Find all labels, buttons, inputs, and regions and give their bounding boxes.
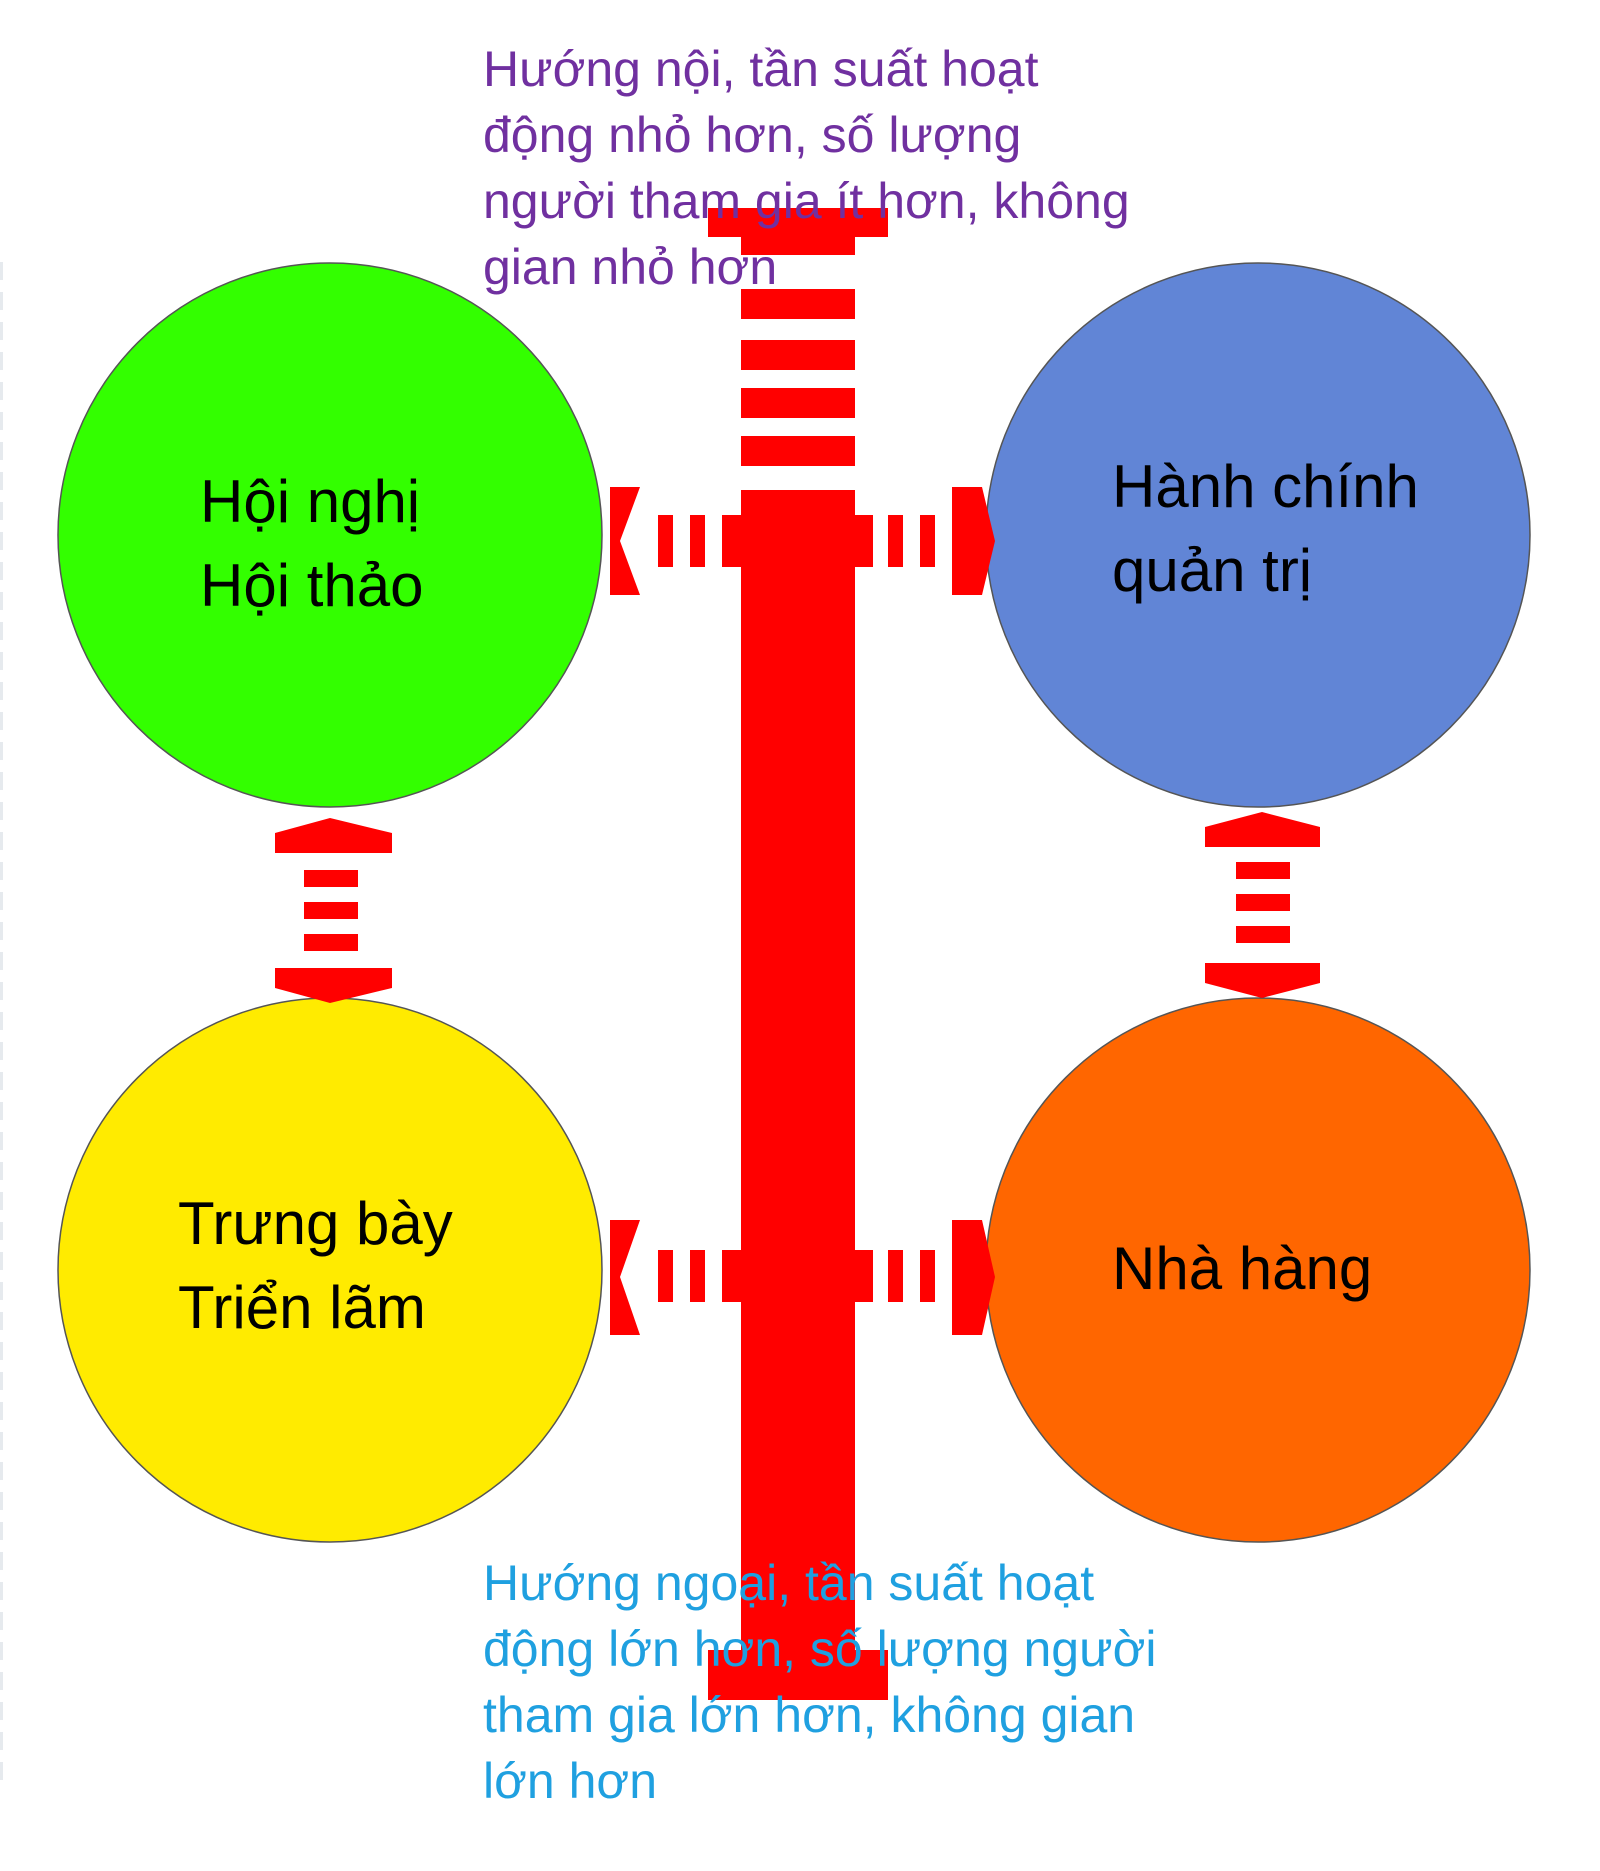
arrow-head-down <box>275 968 392 1003</box>
caption-line: người tham gia ít hơn, không <box>483 173 1130 229</box>
arrow-dash <box>920 515 935 567</box>
caption-line: gian nhỏ hơn <box>483 239 778 295</box>
left-edge-rule <box>0 262 3 1792</box>
caption-line: động nhỏ hơn, số lượng <box>483 107 1022 163</box>
arrow-dash <box>722 1250 741 1302</box>
arrow-to-nha-hang <box>855 1220 995 1335</box>
arrow-dash <box>690 1250 705 1302</box>
arrow-dash <box>304 902 358 919</box>
arrow-dash <box>304 934 358 951</box>
arrow-dash <box>1236 894 1290 911</box>
arrow-dash <box>888 515 903 567</box>
label-line: Triển lãm <box>178 1274 426 1341</box>
arrow-head-right <box>952 487 995 595</box>
arrow-dash <box>1236 926 1290 943</box>
arrow-head-left <box>610 487 640 595</box>
main-arrow-dash <box>741 340 855 370</box>
main-arrow-head-up <box>708 208 888 255</box>
label-hoi-nghi: Hội nghị Hội thảo <box>200 460 423 628</box>
arrow-head-up <box>275 818 392 853</box>
arrow-dash <box>658 1250 673 1302</box>
label-nha-hang: Nhà hàng <box>1112 1227 1372 1311</box>
label-line: Nhà hàng <box>1112 1235 1373 1302</box>
label-hanh-chinh: Hành chính quản trị <box>1112 445 1419 613</box>
arrow-hanh-chinh-nha-hang <box>1205 812 1320 998</box>
label-line: Hội nghị <box>200 468 421 535</box>
main-vertical-arrow <box>708 208 888 1700</box>
arrow-to-hoi-nghi <box>610 487 741 595</box>
arrow-dash <box>690 515 705 567</box>
arrow-dash <box>855 515 873 567</box>
arrow-dash <box>888 1250 903 1302</box>
main-arrow-dash <box>741 289 855 319</box>
label-line: Hành chính <box>1112 453 1419 520</box>
arrow-dash <box>304 870 358 887</box>
arrow-dash <box>1236 862 1290 879</box>
caption-line: lớn hơn <box>483 1753 657 1809</box>
main-arrow-foot <box>708 1650 888 1700</box>
caption-line: tham gia lớn hơn, không gian <box>483 1687 1136 1743</box>
circle-hoi-nghi <box>57 262 603 808</box>
arrow-head-up <box>1205 812 1320 847</box>
arrow-dash <box>722 515 741 567</box>
caption-line: động lớn hơn, số lượng người <box>483 1621 1157 1677</box>
main-arrow-dash <box>741 388 855 418</box>
label-line: quản trị <box>1112 537 1313 604</box>
caption-line: Hướng ngoại, tần suất hoạt <box>483 1555 1095 1611</box>
arrow-hoi-nghi-trung-bay <box>275 818 392 1003</box>
main-arrow-shaft <box>741 490 855 1680</box>
caption-top: Hướng nội, tần suất hoạt động nhỏ hơn, s… <box>483 36 1130 300</box>
label-line: Hội thảo <box>200 552 424 619</box>
caption-line: Hướng nội, tần suất hoạt <box>483 41 1039 97</box>
arrow-to-hanh-chinh <box>855 487 995 595</box>
arrow-dash <box>920 1250 935 1302</box>
main-arrow-dash <box>741 436 855 466</box>
caption-bottom: Hướng ngoại, tần suất hoạt động lớn hơn,… <box>483 1550 1156 1814</box>
arrow-head-right <box>952 1220 995 1335</box>
label-line: Trưng bày <box>178 1190 453 1257</box>
arrow-head-down <box>1205 963 1320 998</box>
arrow-dash <box>855 1250 873 1302</box>
arrow-to-trung-bay <box>610 1220 741 1335</box>
arrow-dash <box>658 515 673 567</box>
arrow-head-left <box>610 1220 640 1335</box>
label-trung-bay: Trưng bày Triển lãm <box>178 1182 453 1350</box>
